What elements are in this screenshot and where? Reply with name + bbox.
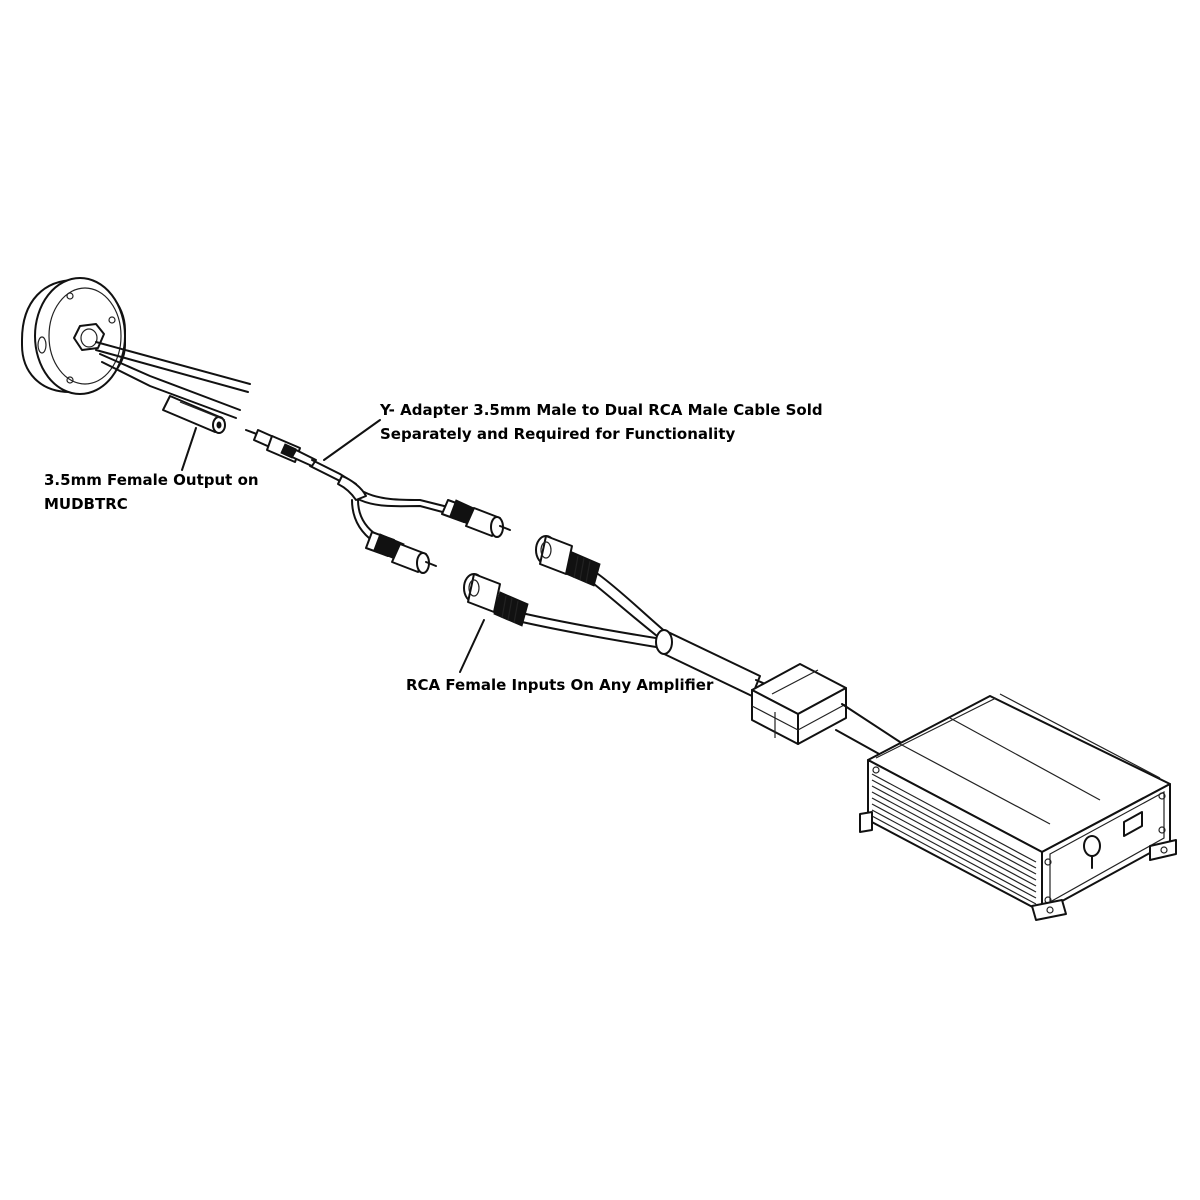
female-output-leader-line bbox=[181, 427, 197, 471]
rca-female-jack-icon bbox=[463, 573, 529, 627]
amplifier-input-cable bbox=[463, 535, 901, 761]
amplifier-box-icon bbox=[859, 693, 1177, 921]
rca-female-jack-icon bbox=[535, 535, 601, 587]
female-output-callout: 3.5mm Female Output on MUDBTRC bbox=[44, 468, 259, 516]
female-output-label-line2: MUDBTRC bbox=[44, 495, 128, 513]
rca-inputs-callout: RCA Female Inputs On Any Amplifier bbox=[406, 673, 713, 697]
y-adapter-callout: Y- Adapter 3.5mm Male to Dual RCA Male C… bbox=[380, 398, 823, 446]
y-adapter-label-line1: Y- Adapter 3.5mm Male to Dual RCA Male C… bbox=[380, 401, 823, 419]
y-adapter-leader-line bbox=[323, 419, 381, 461]
bluetooth-remote-puck-icon bbox=[21, 277, 251, 434]
rca-male-plug-icon bbox=[365, 531, 437, 574]
y-adapter-cable bbox=[245, 429, 511, 574]
rca-inputs-leader-line bbox=[459, 619, 485, 673]
rca-male-plug-icon bbox=[441, 499, 511, 538]
3.5mm-male-plug-icon bbox=[245, 429, 317, 467]
y-adapter-label-line2: Separately and Required for Functionalit… bbox=[380, 425, 736, 443]
female-output-label-line1: 3.5mm Female Output on bbox=[44, 471, 259, 489]
rca-inputs-label-line1: RCA Female Inputs On Any Amplifier bbox=[406, 676, 714, 694]
